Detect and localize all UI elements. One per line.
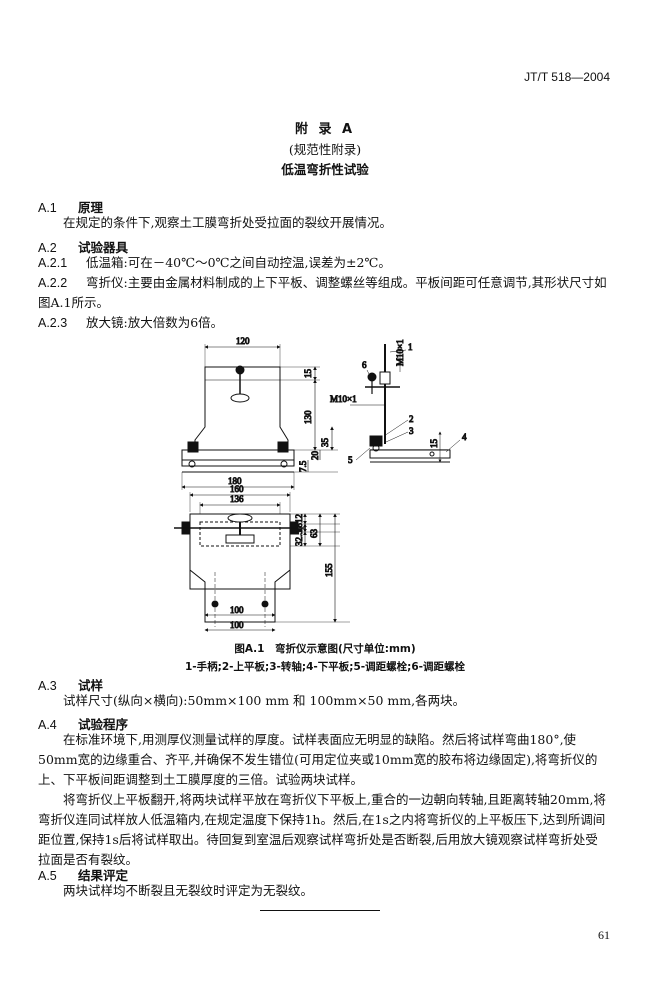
section-title: 试验程序 (78, 717, 129, 732)
section-title: 结果评定 (78, 868, 129, 883)
section-a21: A.2.1 低温箱:可在－40℃～0℃之间自动控温,误差为±2℃。 (38, 253, 610, 273)
dim-15: 15 (303, 369, 313, 379)
dim-63: 63 (309, 529, 319, 539)
callout-2: 2 (409, 414, 414, 424)
dim-7-5: 7.5 (298, 460, 308, 472)
section-title: 试样 (78, 678, 104, 693)
section-title: 试验器具 (78, 240, 129, 255)
plan-view (174, 492, 350, 632)
dim-180: 180 (228, 476, 242, 486)
dim-120-top: 120 (236, 336, 250, 346)
dim-100-lower: 100 (230, 620, 244, 630)
dim-136: 136 (230, 494, 244, 504)
appendix-subtitle: (规范性附录) (288, 142, 362, 157)
section-a4-heading: A.4 试验程序 (38, 714, 128, 733)
callout-4: 4 (462, 432, 467, 442)
section-a5-text: 两块试样均不断裂且无裂纹时评定为无裂纹。 (63, 883, 314, 898)
section-a4-paragraph-1: 在标准环境下,用测厚仪测量试样的厚度。试样表面应无明显的缺陷。然后将试样弯曲18… (38, 732, 598, 787)
figure-caption: 图A.1 弯折仪示意图(尺寸单位:mm) (234, 643, 416, 655)
callout-6: 6 (362, 360, 367, 370)
section-a4-paragraph-2: 将弯折仪上平板翻开,将两块试样平放在弯折仪下平板上,重合的一边朝向转轴,且距离转… (38, 792, 607, 867)
page-number: 61 (598, 928, 610, 942)
dim-12: 12 (294, 514, 304, 523)
dim-35: 35 (320, 438, 330, 448)
dim-15-side: 15 (429, 439, 439, 449)
section-number: A.3 (38, 679, 57, 693)
section-number: A.2.1 (38, 256, 68, 270)
section-number: A.1 (38, 201, 57, 215)
callout-3: 3 (409, 426, 414, 436)
bending-tester-diagram: 120 15 130 35 20 7.5 180 M10×1 M10×1 15 … (174, 336, 468, 632)
section-a23: A.2.3 放大镜:放大倍数为6倍。 (38, 313, 610, 333)
dim-100-upper: 100 (230, 605, 244, 615)
dim-160: 160 (230, 484, 244, 494)
dim-18: 18 (294, 523, 304, 533)
dim-20: 20 (310, 451, 320, 461)
appendix-name: 低温弯折性试验 (281, 162, 369, 177)
figure-legend: 1-手柄;2-上平板;3-转轴;4-下平板;5-调距螺栓;6-调距螺栓 (185, 661, 465, 673)
section-a2-heading: A.2 试验器具 (38, 237, 128, 256)
side-view (350, 344, 461, 463)
section-a23-text: 放大镜:放大倍数为6倍。 (86, 315, 224, 330)
section-a3-text: 试样尺寸(纵向×横向):50mm×100 mm 和 100mm×50 mm,各两… (63, 693, 466, 708)
footer-rule (260, 910, 380, 911)
callout-5: 5 (348, 455, 353, 465)
section-title: 原理 (78, 200, 104, 215)
dim-155: 155 (324, 563, 334, 577)
section-a3-heading: A.3 试样 (38, 675, 103, 694)
dim-32-5: 32.5 (294, 530, 304, 546)
section-a22-text: 弯折仪:主要由金属材料制成的上下平板、调整螺丝等组成。平板间距可任意调节,其形状… (38, 275, 607, 310)
standard-code: JT/T 518—2004 (524, 70, 610, 84)
section-a1-text: 在规定的条件下,观察土工膜弯折处受拉面的裂纹开展情况。 (63, 215, 392, 230)
section-number: A.4 (38, 718, 57, 732)
section-number: A.2.2 (38, 276, 68, 290)
section-a21-text: 低温箱:可在－40℃～0℃之间自动控温,误差为±2℃。 (86, 255, 391, 270)
section-a5-heading: A.5 结果评定 (38, 865, 128, 884)
section-a1-heading: A.1 原理 (38, 197, 103, 216)
dim-m10-vertical: M10×1 (395, 339, 405, 366)
dim-m10-horizontal: M10×1 (330, 394, 357, 404)
section-number: A.2 (38, 241, 57, 255)
front-view (181, 344, 338, 490)
appendix-title: 附 录 A (294, 122, 356, 137)
section-number: A.5 (38, 869, 57, 883)
dim-130: 130 (303, 410, 313, 424)
callout-1: 1 (408, 342, 413, 352)
section-number: A.2.3 (38, 316, 68, 330)
